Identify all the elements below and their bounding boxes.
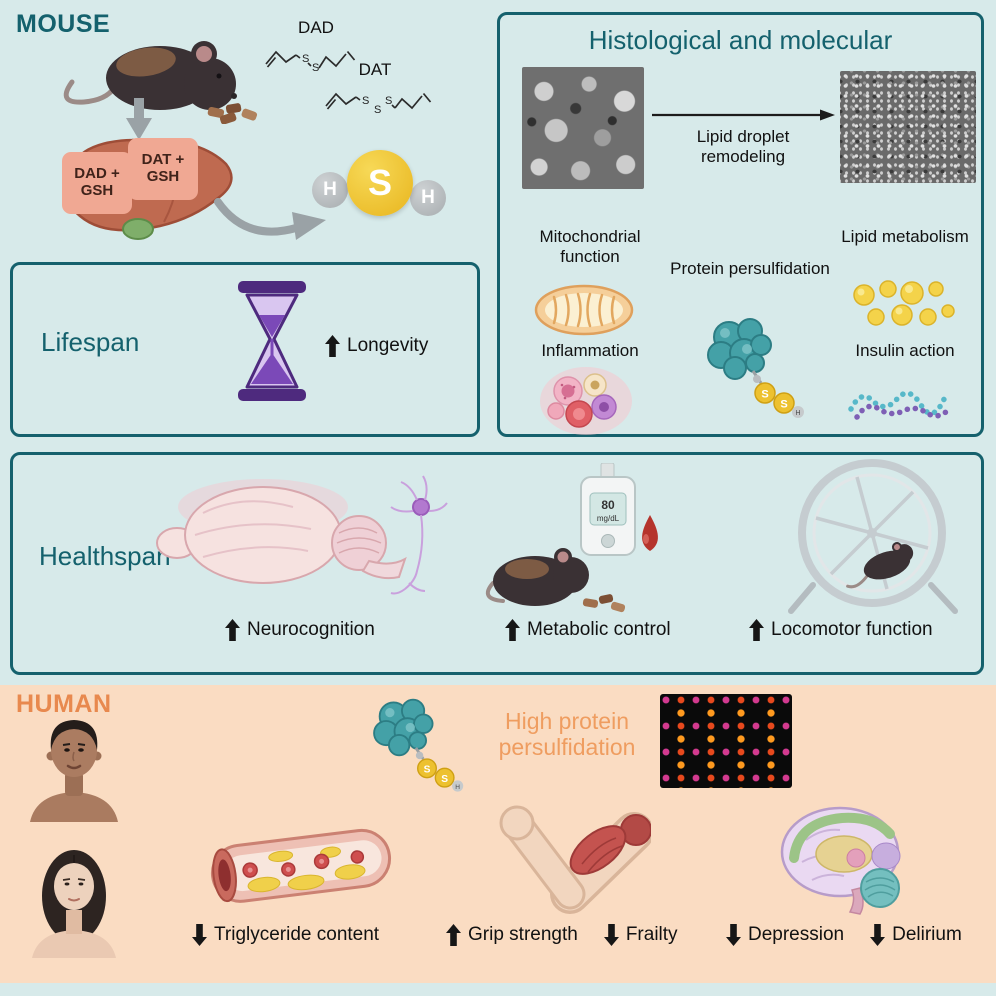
triglyceride-label: Triglyceride content — [214, 924, 380, 945]
longevity-label: Longevity — [347, 335, 429, 356]
food-pellets-icon — [582, 594, 626, 613]
liver-dad-gsh-tag: DAD + GSH — [62, 152, 132, 214]
hydrogen-label: H — [455, 784, 460, 791]
inflammation-label: Inflammation — [541, 341, 639, 360]
delirium-label: Delirium — [892, 924, 962, 945]
sulfur-label: S — [374, 104, 381, 116]
metabolic-label: Metabolic control — [527, 619, 671, 640]
persulfidation-label: Protein persulfidation — [670, 259, 830, 278]
depression-label: Depression — [748, 924, 845, 945]
sulfur-label: S — [362, 95, 369, 107]
woman-face — [32, 850, 116, 958]
meter-value: 80 — [601, 498, 615, 512]
glucometer-mouse-icon: 80 mg/dL — [485, 463, 658, 613]
lifespan-box: Lifespan Longevity — [10, 262, 480, 437]
lipid-droplets-icon — [853, 280, 955, 326]
lipid-metabolism-label: Lipid metabolism — [841, 227, 969, 246]
locomotor-outcome: Locomotor function — [749, 619, 933, 641]
grip-frailty-outcomes: Grip strength Frailty — [446, 924, 678, 946]
triglyceride-outcome: Triglyceride content — [192, 924, 379, 946]
depression-delirium-outcomes: Depression Delirium — [726, 924, 962, 946]
remodeling-label: Lipid droplet remodeling — [696, 127, 790, 167]
arm-muscle-icon — [499, 805, 651, 914]
h2s-molecule: H H S — [312, 140, 446, 250]
down-arrow-icon — [870, 924, 886, 946]
histology-title: Histological and molecular — [588, 25, 893, 55]
dad-structure-icon: S S — [265, 50, 356, 74]
protein-persulfidation-icon: S S H — [707, 318, 804, 418]
sulfur-label: S — [302, 53, 309, 65]
remodeling-arrow-icon — [652, 109, 835, 121]
up-arrow-icon — [325, 335, 340, 357]
human-section-label: HUMAN — [16, 690, 112, 718]
blood-vessel-icon — [210, 828, 392, 903]
liver-dat-gsh-tag: DAT + GSH — [128, 138, 198, 200]
inflammation-cells-icon — [540, 367, 632, 435]
man-face — [30, 720, 118, 822]
neurocognition-label: Neurocognition — [247, 619, 375, 640]
brain-neuron-icon — [156, 475, 448, 595]
sulfur-label: S — [441, 774, 448, 785]
metabolic-outcome: Metabolic control — [505, 619, 671, 641]
h2s-s-atom: S — [347, 150, 413, 216]
mitochondrial-label: Mitochondrial function — [539, 227, 641, 267]
down-arrow-icon — [603, 924, 619, 946]
curved-arrow-icon — [214, 198, 326, 240]
dad-label: DAD — [298, 18, 334, 37]
mitochondria-icon — [534, 284, 634, 336]
longevity-outcome: Longevity — [325, 335, 428, 357]
down-arrow-icon — [126, 98, 152, 140]
human-headline: High protein persulfidation — [498, 708, 636, 761]
lifespan-title: Lifespan — [41, 327, 140, 357]
sulfur-label: S — [780, 399, 787, 411]
mouse-icon — [63, 41, 258, 124]
microarray-image — [660, 694, 792, 788]
up-arrow-icon — [749, 619, 764, 641]
human-brain-icon — [780, 806, 901, 915]
healthspan-box: Healthspan Neurocognition — [10, 452, 984, 675]
hourglass-icon — [238, 281, 306, 401]
dat-structure-icon: S S S — [325, 92, 432, 116]
down-arrow-icon — [726, 924, 741, 946]
neurocognition-outcome: Neurocognition — [225, 619, 375, 641]
down-arrow-icon — [192, 924, 207, 946]
sulfur-label: S — [312, 62, 319, 74]
up-arrow-icon — [446, 924, 461, 946]
insulin-action-label: Insulin action — [855, 341, 955, 360]
micrograph-after — [840, 71, 976, 183]
healthspan-title: Healthspan — [39, 541, 171, 571]
up-arrow-icon — [225, 619, 240, 641]
mouse-section-label: MOUSE — [16, 10, 111, 38]
sulfur-label: S — [385, 95, 392, 107]
sulfur-label: S — [761, 389, 768, 401]
meter-unit: mg/dL — [597, 514, 620, 523]
frailty-label: Frailty — [625, 924, 678, 945]
dat-label: DAT — [358, 60, 392, 79]
h2s-h-atom-left: H — [312, 172, 348, 208]
blood-drop-icon — [642, 515, 658, 551]
food-pellets-icon — [207, 103, 258, 124]
h2s-h-atom-right: H — [410, 180, 446, 216]
running-wheel-icon — [788, 459, 958, 614]
hydrogen-label: H — [795, 410, 800, 417]
protein-persulfidation-icon: S S H — [373, 698, 464, 792]
up-arrow-icon — [505, 619, 520, 641]
insulin-molecule-icon — [848, 390, 954, 420]
locomotor-label: Locomotor function — [771, 619, 933, 640]
gallbladder-icon — [122, 218, 154, 240]
micrograph-before — [522, 67, 644, 189]
histology-box: Histological and molecular Lipid droplet… — [497, 12, 984, 437]
grip-label: Grip strength — [468, 924, 578, 945]
wheel-mouse-icon — [846, 542, 914, 589]
sulfur-label: S — [424, 765, 431, 776]
